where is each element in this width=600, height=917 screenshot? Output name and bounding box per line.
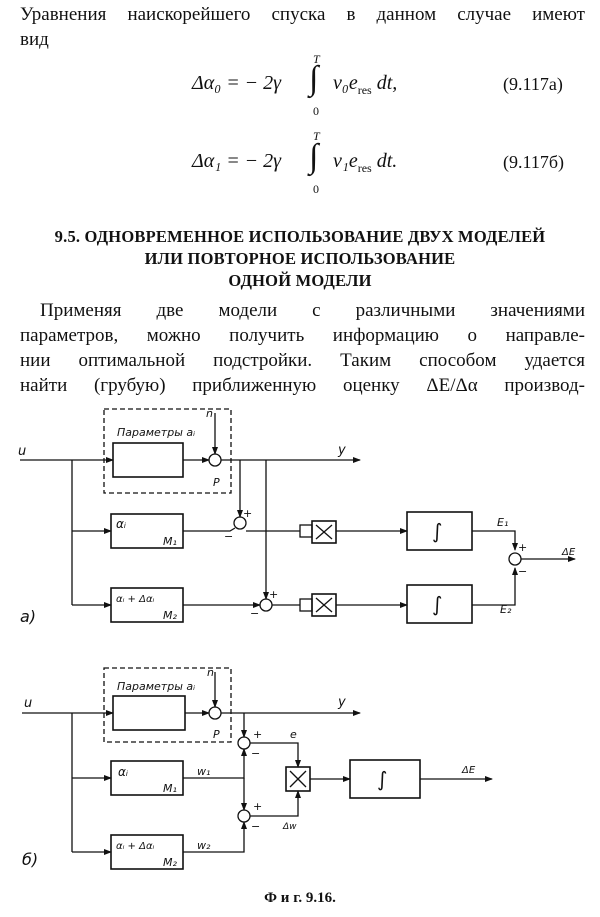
delta-e-label-b: ΔE: [461, 765, 476, 776]
diagram-b-labels: Параметры aᵢ n u y P αᵢ M₁ w₁ αᵢ + Δαᵢ M…: [22, 666, 476, 869]
m1-param-label-b: αᵢ: [118, 765, 128, 779]
sum-node-1-a: [233, 516, 247, 530]
figure-caption: Ф и г. 9.16.: [264, 890, 336, 906]
plant-block-b: [112, 695, 186, 731]
eq1-number: (9.117а): [503, 74, 563, 94]
integrator-symbol-b: ∫: [377, 767, 387, 791]
plus-2-a: +: [269, 588, 278, 601]
intro-line-1: Уравнения наискорейшего спуска в данном …: [20, 4, 585, 25]
u-label-b: u: [24, 696, 32, 711]
m2-name-b: M₂: [163, 856, 177, 869]
eq1-lower-limit: 0: [313, 104, 319, 118]
sum-node-out-a: [508, 552, 522, 566]
minus-1-b: −: [251, 747, 260, 760]
n-label-a: n: [206, 407, 213, 420]
plus-out-a: +: [518, 541, 527, 554]
delta-e-label-a: ΔE: [561, 547, 576, 558]
w1-label-b: w₁: [197, 765, 210, 778]
p-label-b: P: [213, 728, 220, 741]
eq1-upper-limit: T: [313, 52, 320, 66]
plant-boundary-b: [103, 667, 232, 743]
integrator-2-a: [406, 584, 473, 624]
params-label-a: Параметры aᵢ: [117, 426, 195, 439]
m2-name-a: M₂: [163, 609, 177, 622]
diagram-b: [22, 667, 493, 870]
sum-node-1-b: [237, 736, 251, 750]
diagram-b-label: б): [22, 850, 38, 869]
sum-node-p-a: [208, 453, 222, 467]
u-label-a: u: [18, 444, 26, 459]
eq1-lhs: Δα₀ = − 2γ: [192, 72, 282, 94]
minus-1-a: −: [224, 530, 233, 543]
m1-name-b: M₁: [163, 782, 177, 795]
minus-out-a: −: [518, 565, 527, 578]
body-line-4: найти (грубую) приближенную оценку ΔE/Δα…: [20, 375, 585, 396]
e-label-b: e: [290, 728, 297, 741]
minus-2-a: −: [250, 607, 259, 620]
m1-name-a: M₁: [163, 535, 177, 548]
intro-line-2: вид: [20, 29, 49, 50]
eq2-number: (9.117б): [503, 152, 564, 172]
body-line-2: параметров, можно получить информацию о …: [20, 325, 585, 346]
eq2-lhs: Δα₁ = − 2γ: [192, 150, 282, 172]
plus-1-a: +: [243, 507, 252, 520]
section-heading-line-1: 9.5. ОДНОВРЕМЕННОЕ ИСПОЛЬЗОВАНИЕ ДВУХ МО…: [54, 227, 546, 246]
body-line-1: Применяя две модели с различными значени…: [40, 300, 585, 321]
m2-param-label-b: αᵢ + Δαᵢ: [116, 841, 155, 852]
e2-label-a: E₂: [500, 603, 512, 616]
y-label-b: y: [337, 695, 346, 710]
dw-label-b: Δw: [282, 822, 297, 832]
m2-param-label-a: αᵢ + Δαᵢ: [116, 594, 155, 605]
section-heading-line-2: ИЛИ ПОВТОРНОЕ ИСПОЛЬЗОВАНИЕ: [144, 249, 456, 268]
integrator-2-symbol-a: ∫: [432, 592, 442, 616]
m1-param-label-a: αᵢ: [116, 517, 126, 531]
y-label-a: y: [337, 443, 346, 458]
n-label-b: n: [207, 666, 214, 679]
plant-block-a: [112, 442, 184, 478]
params-label-b: Параметры aᵢ: [117, 680, 195, 693]
plus-2-b: +: [253, 800, 262, 813]
diagram-a-labels: Параметры aᵢ n u y P αᵢ M₁ αᵢ + Δαᵢ M₂ +…: [18, 407, 576, 626]
square-multiplier-1-a: [311, 520, 337, 544]
p-label-a: P: [213, 476, 220, 489]
sum-node-p-b: [208, 706, 222, 720]
eq1-integral-sign: ∫: [309, 60, 319, 97]
diagram-a: [20, 408, 576, 624]
e1-label-a: E₁: [497, 516, 508, 529]
body-line-3: нии оптимальной подстройки. Таким способ…: [20, 350, 585, 371]
eq2-integral-sign: ∫: [309, 138, 319, 175]
plus-1-b: +: [253, 728, 262, 741]
sum-node-2-b: [237, 809, 251, 823]
plant-boundary-a: [103, 408, 232, 494]
eq2-lower-limit: 0: [313, 182, 319, 196]
integrator-1-symbol-a: ∫: [432, 519, 442, 543]
minus-2-b: −: [251, 820, 260, 833]
w2-label-b: w₂: [197, 839, 211, 852]
eq2-integrand: v₁eres dt.: [333, 150, 398, 175]
diagram-a-label: а): [20, 607, 36, 626]
section-heading-line-3: ОДНОЙ МОДЕЛИ: [228, 271, 372, 290]
eq2-upper-limit: T: [313, 129, 320, 143]
eq1-integrand: v₀eres dt,: [333, 72, 398, 97]
